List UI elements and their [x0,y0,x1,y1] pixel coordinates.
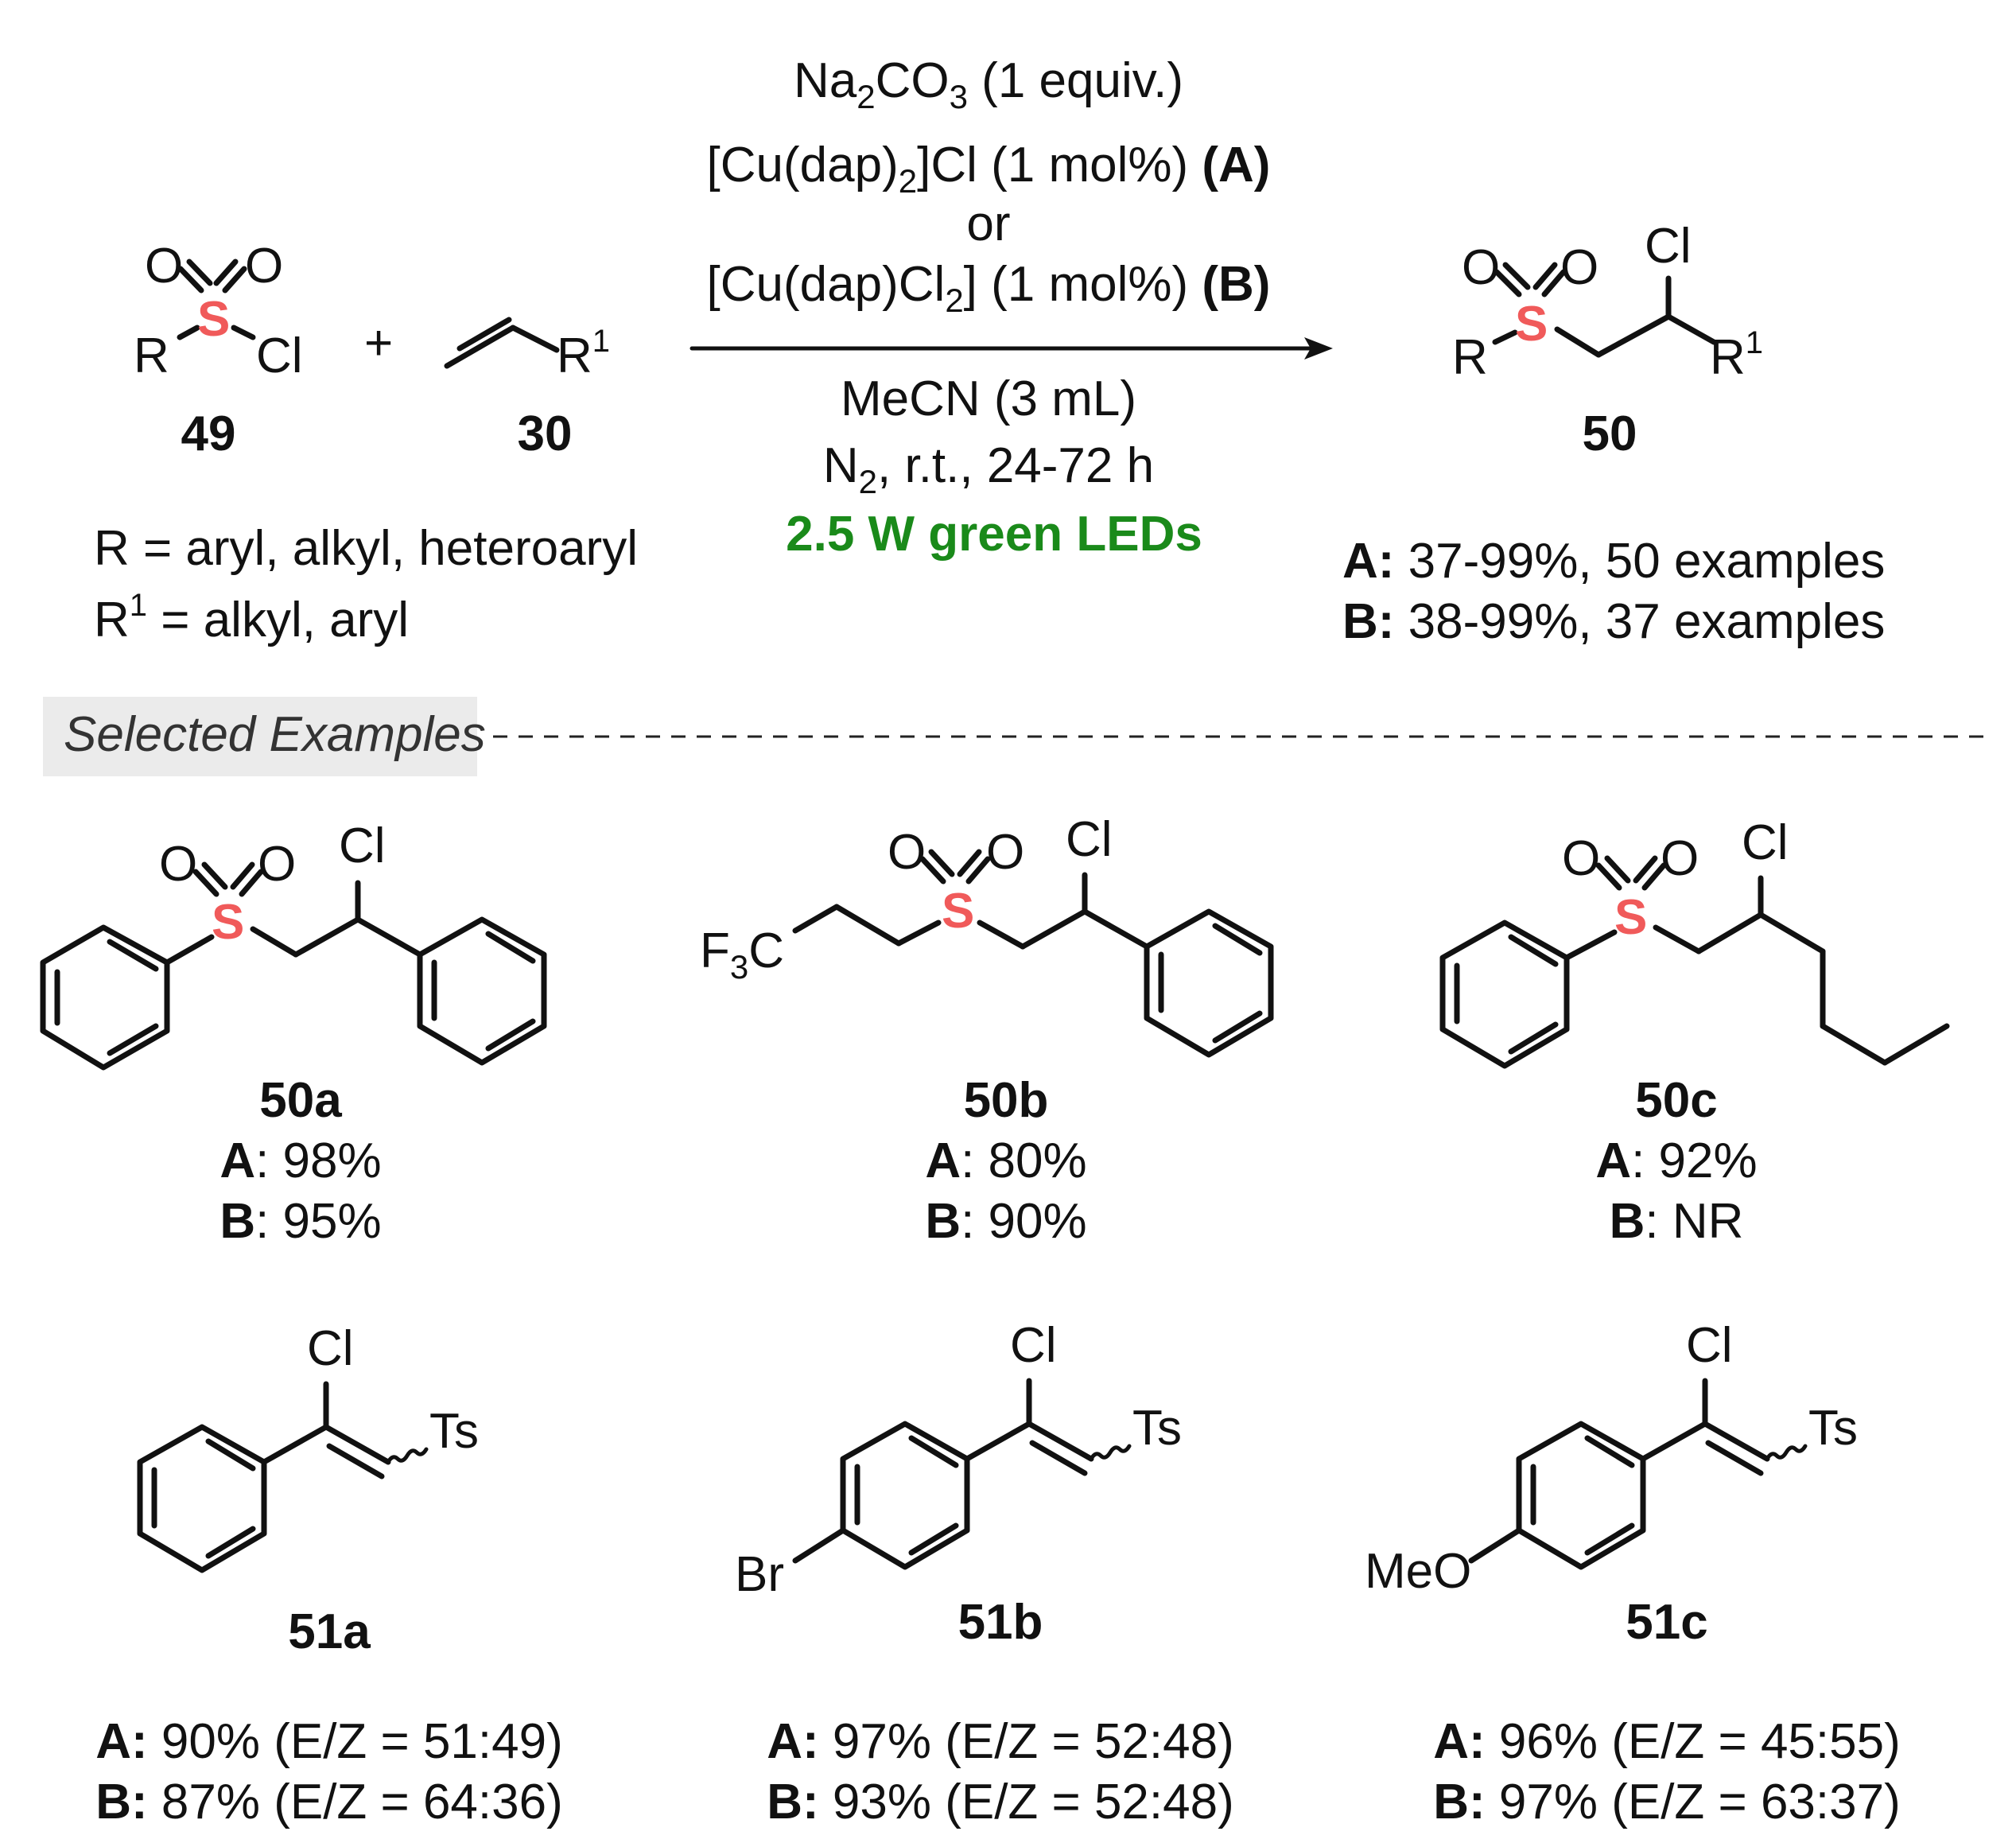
scope-r-definition: R = aryl, alkyl, heteroaryl [94,521,638,576]
example-50c-oxygen-left: O [1562,831,1600,886]
example-50b-id: 50b [964,1073,1049,1128]
reagent-49-oxygen-left: O [145,239,183,294]
example-51a-structure: Cl Ts [137,1321,479,1573]
product-50-r-label: R [1452,330,1488,385]
example-51b-yield-b: B: 93% (E/Z = 52:48) [767,1775,1234,1829]
example-50a-chlorine-label: Cl [339,818,386,873]
example-50c-id: 50c [1635,1073,1717,1128]
condition-catalyst-b: [Cu(dap)Cl2] (1 mol%) (B) [707,257,1271,319]
condition-solvent: MeCN (3 mL) [841,371,1136,426]
example-50a-yield-a: A: 98% [219,1133,381,1188]
example-51c-tosyl-label: Ts [1808,1401,1858,1456]
reagent-49-chlorine-label: Cl [256,329,303,383]
example-51b-bromine-label: Br [735,1547,784,1602]
product-50-structure: R S O O Cl R1 [1452,219,1763,385]
condition-atmosphere: N2, r.t., 24-72 h [823,438,1154,500]
example-51b-structure: Br Cl Ts [735,1318,1182,1602]
example-51c-id: 51c [1626,1595,1707,1650]
section-label-background [43,697,477,776]
example-50c-oxygen-right: O [1661,831,1699,886]
scope-r1-definition: R1 = alkyl, aryl [94,588,409,647]
example-51a-id: 51a [288,1604,371,1659]
example-51c-chlorine-label: Cl [1686,1318,1733,1373]
reagent-30-id: 30 [518,406,573,461]
condition-catalyst-a: [Cu(dap)2]Cl (1 mol%) (A) [707,138,1271,200]
reagent-49-id: 49 [181,406,236,461]
example-51a-yield-a: A: 90% (E/Z = 51:49) [95,1714,563,1769]
example-50c-structure: S O O Cl [1439,815,1950,1069]
reagent-49-oxygen-right: O [245,239,283,294]
reaction-arrow-head [1304,337,1333,360]
example-50c-yield-a: A: 92% [1595,1133,1757,1188]
example-50c-yield-b: B: NR [1610,1194,1744,1249]
plus-sign: + [364,316,393,371]
example-50b-structure: F3C S O O Cl [700,812,1274,1058]
example-51b-tosyl-label: Ts [1132,1401,1182,1456]
condition-light: 2.5 W green LEDs [786,507,1202,562]
example-50b-yield-b: B: 90% [925,1194,1086,1249]
section-label: Selected Examples [64,707,486,762]
example-50b-cf3-label: F3C [700,923,784,986]
example-50b-oxygen-left: O [888,825,926,880]
example-51a-chlorine-label: Cl [307,1321,354,1376]
example-50a-structure: S O O Cl [40,818,547,1071]
condition-base: Na2CO3 (1 equiv.) [794,53,1183,115]
example-50b-sulfur-label: S [942,884,974,939]
reagent-49-structure: R S O O Cl [134,239,303,383]
product-50-oxygen-right: O [1560,240,1598,295]
example-51a-tosyl-label: Ts [429,1404,479,1459]
example-50b-oxygen-right: O [986,825,1024,880]
example-51c-structure: MeO Cl Ts [1365,1318,1858,1599]
example-51a-yield-b: B: 87% (E/Z = 64:36) [95,1775,563,1829]
product-50-id: 50 [1583,406,1637,461]
reagent-49-r-label: R [134,329,169,383]
example-50a-sulfur-label: S [212,895,244,950]
reagent-30-r-label: R1 [557,324,610,383]
example-50c-sulfur-label: S [1614,890,1647,945]
example-50a-yield-b: B: 95% [219,1194,381,1249]
product-50-r1-label: R1 [1710,325,1763,385]
example-50a-oxygen-right: O [258,837,296,892]
product-50-oxygen-left: O [1462,240,1500,295]
example-51b-id: 51b [958,1595,1043,1650]
example-51b-yield-a: A: 97% (E/Z = 52:48) [767,1714,1234,1769]
example-51c-yield-a: A: 96% (E/Z = 45:55) [1433,1714,1901,1769]
example-51b-chlorine-label: Cl [1010,1318,1057,1373]
example-50a-id: 50a [259,1073,342,1128]
example-50b-chlorine-label: Cl [1066,812,1113,867]
product-50-chlorine-label: Cl [1645,219,1692,274]
condition-or: or [966,196,1010,251]
example-50c-chlorine-label: Cl [1742,815,1789,870]
product-50-sulfur-label: S [1515,297,1548,352]
example-51c-methoxy-label: MeO [1365,1544,1471,1599]
example-50b-yield-a: A: 80% [925,1133,1086,1188]
example-50a-oxygen-left: O [159,837,197,892]
summary-condition-a: A: 37-99%, 50 examples [1342,534,1885,589]
example-51c-yield-b: B: 97% (E/Z = 63:37) [1433,1775,1901,1829]
summary-condition-b: B: 38-99%, 37 examples [1342,594,1885,649]
reagent-30-structure: R1 [444,317,610,383]
reagent-49-sulfur-label: S [197,292,230,347]
